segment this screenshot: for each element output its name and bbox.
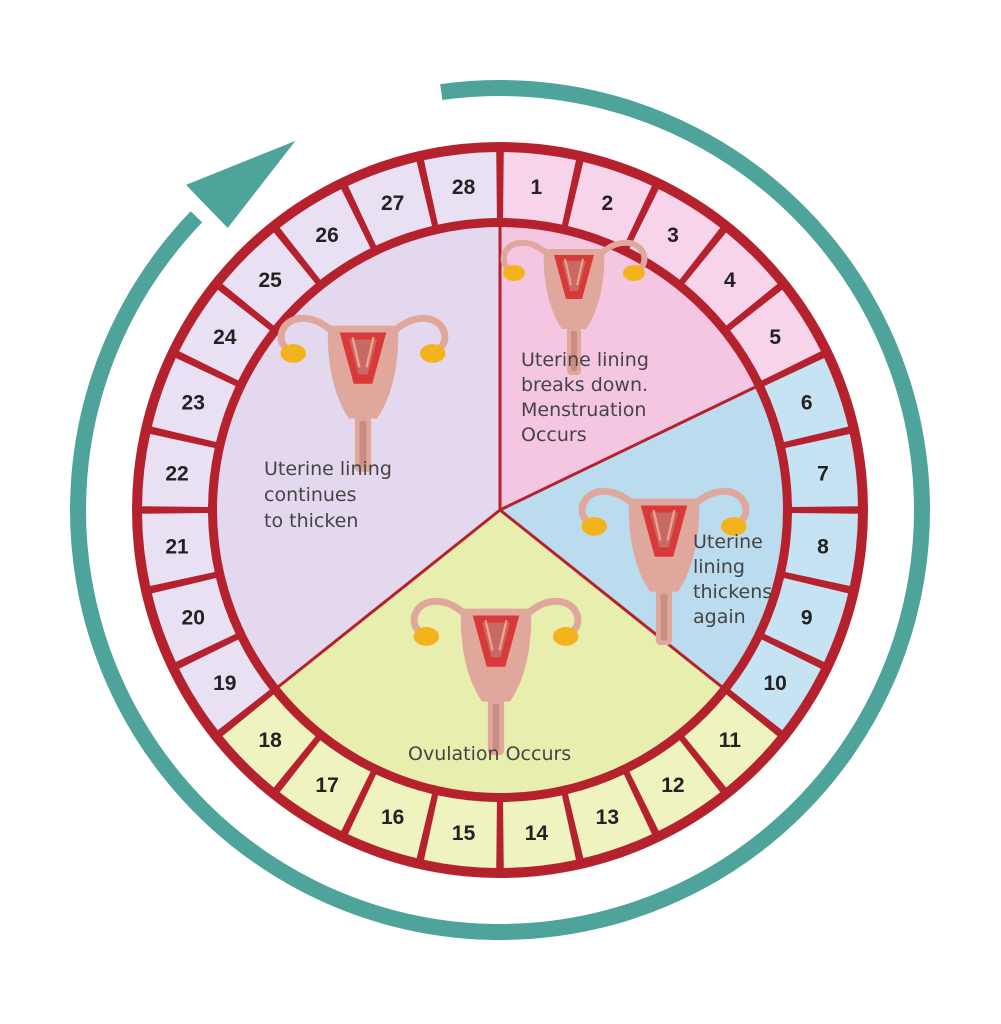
day-cell: [764, 358, 849, 443]
svg-text:continues: continues: [264, 484, 357, 506]
day-label: 2: [601, 192, 613, 215]
day-cell: [503, 795, 577, 868]
day-cell: [730, 639, 821, 731]
day-cell: [151, 358, 236, 443]
day-label: 21: [165, 535, 189, 558]
day-label: 22: [165, 463, 188, 486]
day-cell: [785, 433, 858, 507]
phase-divider: [499, 508, 726, 691]
phase-label-continues: Uterine lining continues to thicken: [264, 458, 392, 532]
phase-divider: [274, 508, 501, 691]
day-cell: [142, 433, 215, 507]
svg-text:Menstruation: Menstruation: [521, 399, 646, 421]
day-label: 12: [661, 774, 684, 797]
day-cell: [179, 289, 270, 381]
day-cell: [179, 639, 270, 731]
day-label: 6: [801, 392, 813, 415]
svg-text:Occurs: Occurs: [521, 424, 587, 446]
day-label: 20: [182, 606, 205, 629]
day-cell: [423, 152, 497, 225]
day-cell: [629, 740, 721, 831]
day-cell: [629, 189, 721, 280]
day-cell: [567, 161, 652, 246]
day-cell: [423, 795, 497, 868]
day-label: 25: [259, 269, 283, 292]
day-cell: [567, 774, 652, 859]
day-cell: [222, 694, 316, 788]
day-cell: [348, 774, 433, 859]
day-ring: [142, 152, 858, 868]
day-label: 5: [769, 326, 781, 349]
day-label: 24: [213, 326, 237, 349]
day-label: 19: [213, 672, 236, 695]
day-label: 10: [764, 672, 787, 695]
svg-text:breaks down.: breaks down.: [521, 374, 648, 396]
day-cell: [503, 152, 577, 225]
phase-divider: [499, 384, 760, 512]
svg-text:to thicken: to thicken: [264, 510, 358, 532]
phase-label-thickening: Uterine lining thickens again: [693, 531, 772, 628]
svg-text:Uterine lining: Uterine lining: [521, 349, 649, 371]
svg-text:lining: lining: [693, 556, 745, 578]
day-label: 4: [724, 269, 736, 292]
day-label: 7: [817, 463, 829, 486]
day-labels: 1234567891011121314151617181920212223242…: [165, 176, 829, 845]
day-label: 17: [315, 774, 338, 797]
cycle-arrow-icon: [70, 80, 930, 940]
svg-text:again: again: [693, 606, 746, 628]
day-label: 1: [531, 176, 543, 199]
phase-label-ovulation: Ovulation Occurs: [408, 743, 571, 765]
svg-text:thickens: thickens: [693, 581, 772, 603]
day-cell: [142, 513, 215, 587]
svg-text:Uterine lining: Uterine lining: [264, 458, 392, 480]
day-cell: [222, 232, 316, 326]
day-label: 3: [667, 224, 679, 247]
day-label: 13: [596, 806, 619, 829]
day-cell: [279, 740, 371, 831]
day-cell: [279, 189, 371, 280]
day-label: 27: [381, 192, 404, 215]
day-label: 26: [315, 224, 338, 247]
day-cell: [684, 232, 778, 326]
day-label: 23: [182, 392, 205, 415]
day-label: 15: [452, 822, 476, 845]
day-cell: [684, 694, 778, 788]
day-cell: [151, 577, 236, 662]
day-label: 9: [801, 606, 813, 629]
day-cell: [730, 289, 821, 381]
day-label: 28: [452, 176, 476, 199]
svg-text:Uterine: Uterine: [693, 531, 763, 553]
day-label: 8: [817, 535, 829, 558]
day-cell: [764, 577, 849, 662]
day-cell: [785, 513, 858, 587]
day-cell: [348, 161, 433, 246]
phase-label-menstruation: Uterine lining breaks down. Menstruation…: [521, 349, 649, 446]
svg-text:Ovulation Occurs: Ovulation Occurs: [408, 743, 571, 765]
day-label: 11: [719, 729, 742, 752]
day-label: 16: [381, 806, 404, 829]
day-label: 14: [525, 822, 549, 845]
day-label: 18: [259, 729, 283, 752]
